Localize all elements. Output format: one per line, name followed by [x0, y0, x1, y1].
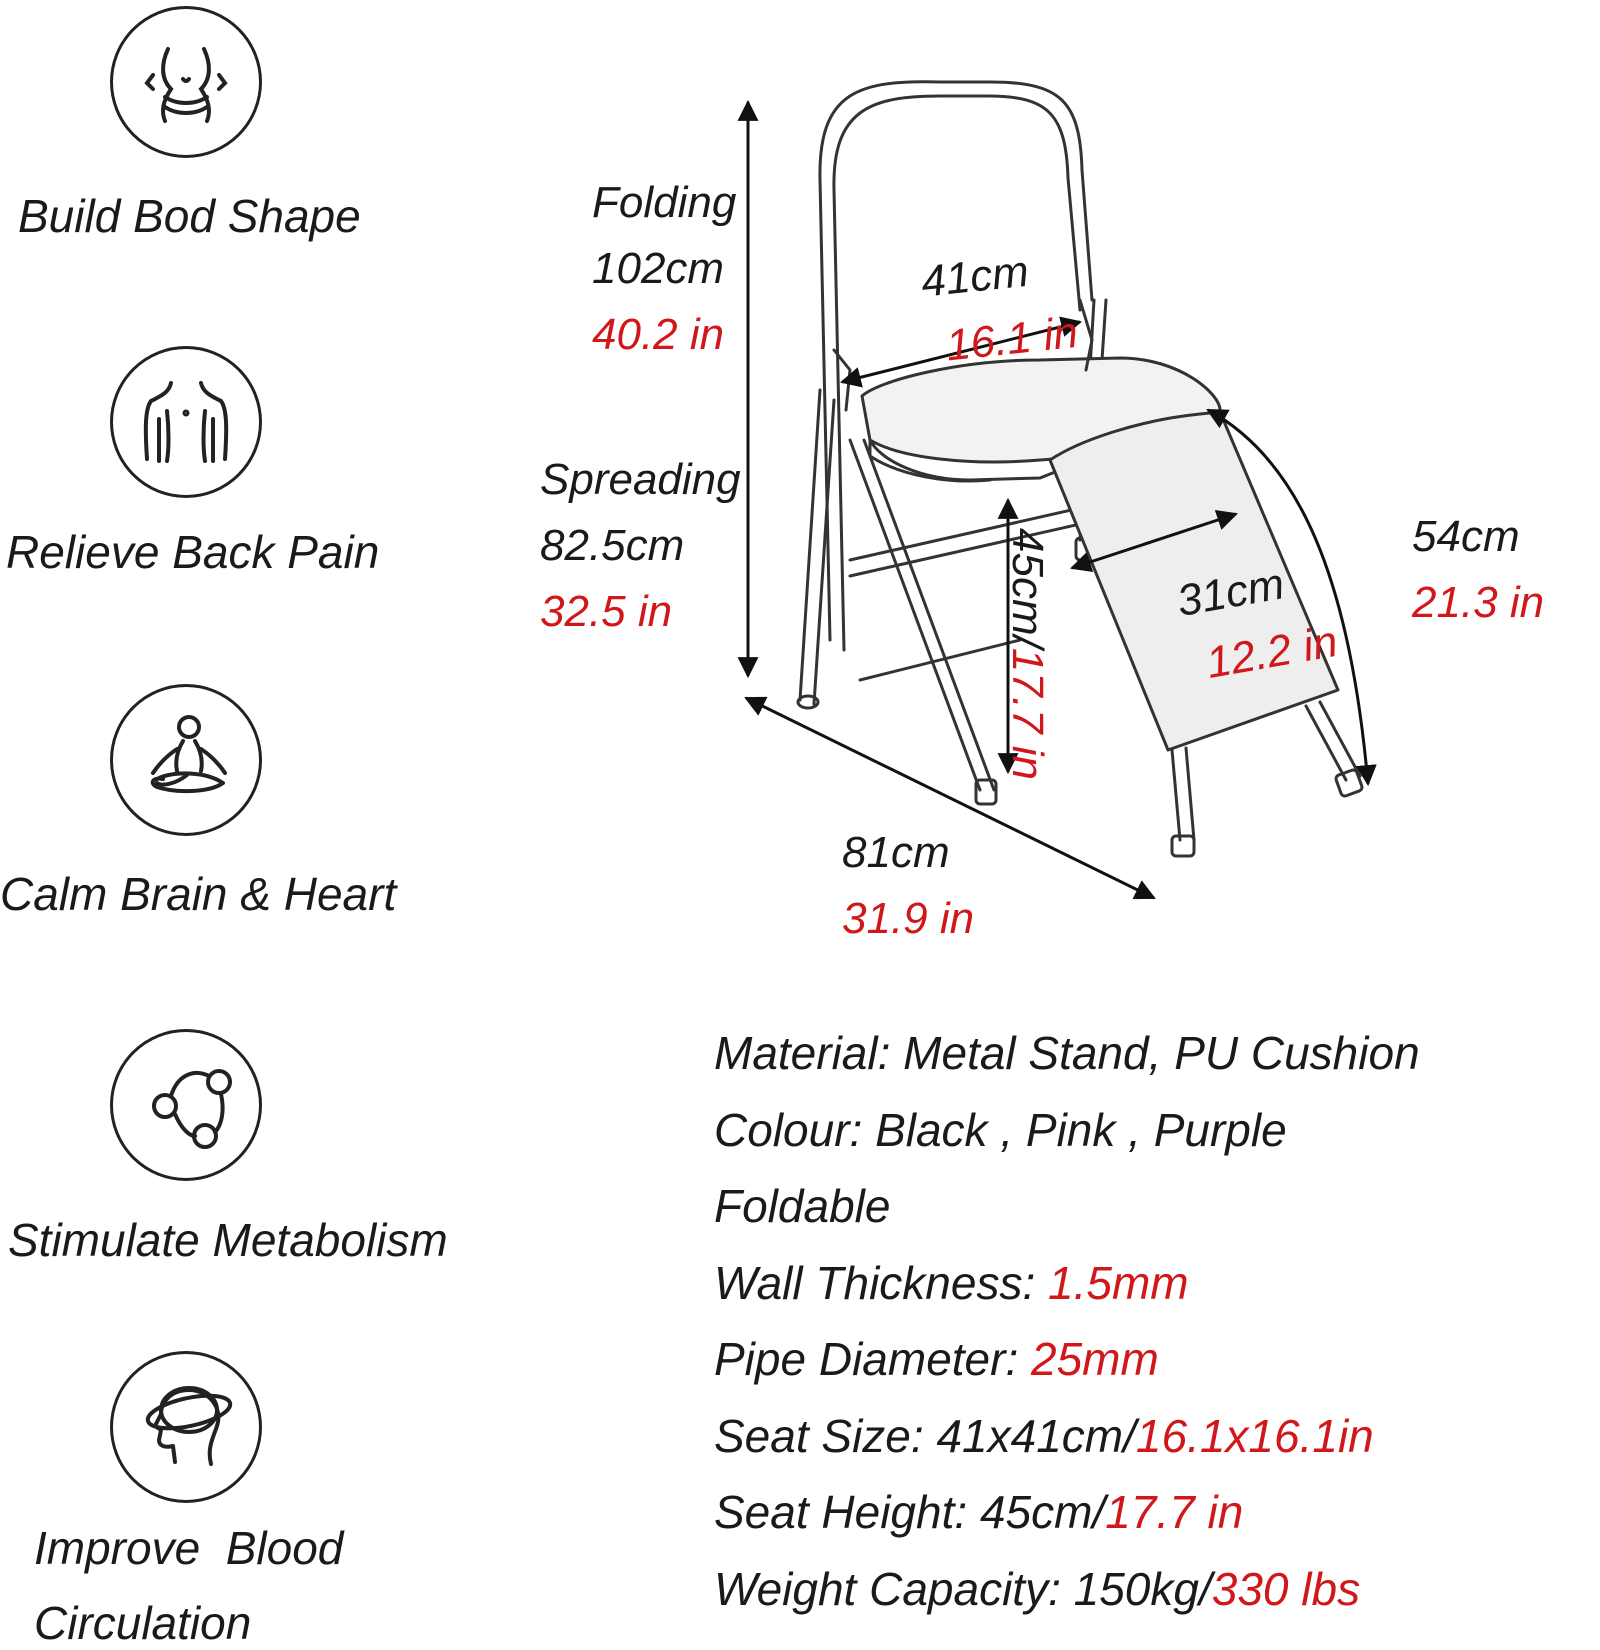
board-length-label: 54cm 21.3 in — [1412, 512, 1545, 627]
spec-seat-size: Seat Size: 41x41cm/16.1x16.1in — [714, 1409, 1374, 1462]
depth-label: 81cm 31.9 in — [842, 828, 975, 943]
waist-body-icon — [110, 6, 262, 158]
spec-seat-height: Seat Height: 45cm/17.7 in — [714, 1486, 1244, 1538]
back-shoulders-icon — [110, 346, 262, 498]
benefit-label: Improve Blood — [34, 1522, 344, 1574]
benefit-label-line2: Circulation — [34, 1597, 252, 1649]
benefit-label: Build Bod Shape — [18, 190, 361, 242]
benefit-label: Calm Brain & Heart — [0, 868, 397, 920]
meditation-icon — [110, 684, 262, 836]
spec-wall-thickness: Wall Thickness: 1.5mm — [714, 1256, 1189, 1309]
seat-height-label: 45cm/17.7 in — [1003, 528, 1052, 780]
spreading-height-label: Spreading 82.5cm 32.5 in — [540, 455, 741, 636]
spec-pipe-diameter: Pipe Diameter: 25mm — [714, 1333, 1159, 1385]
spec-colour: Colour: Black , Pink , Purple — [714, 1103, 1287, 1156]
molecule-icon — [110, 1029, 262, 1181]
specs-list: Material: Metal Stand, PU Cushion Colour… — [714, 1015, 1420, 1627]
yoga-chair-illustration — [737, 80, 1377, 900]
folding-height-label: Folding 102cm 40.2 in — [592, 178, 737, 359]
seat-width-label: 41cm 16.1 in — [918, 246, 1081, 371]
spec-weight-capacity: Weight Capacity: 150kg/330 lbs — [714, 1562, 1361, 1615]
spec-foldable: Foldable — [714, 1180, 891, 1232]
spec-material: Material: Metal Stand, PU Cushion — [714, 1027, 1420, 1079]
board-width-label: 31cm 12.2 in — [1173, 559, 1342, 689]
benefit-label: Stimulate Metabolism — [8, 1214, 448, 1266]
head-orbit-icon — [110, 1351, 262, 1503]
benefit-label: Relieve Back Pain — [6, 526, 380, 578]
